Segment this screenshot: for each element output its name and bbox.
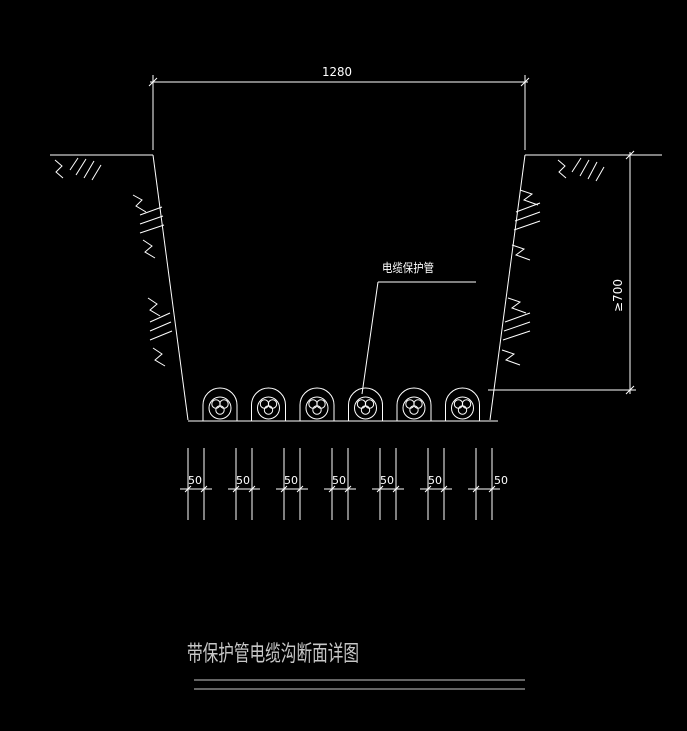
pipe-inner-circle [354,396,377,420]
dimension-tick [472,485,480,493]
cable-core [413,399,423,409]
top-width-label: 1280 [322,65,352,79]
pipe-inner-circle [305,396,329,420]
spacing-label: 50 [380,474,394,487]
dimension-tick [488,485,496,493]
cable-core [461,399,472,409]
cable-core [316,399,326,409]
cable-core [312,405,322,415]
spacing-label: 50 [332,474,346,487]
cable-core [364,399,375,409]
dimension-tick [184,485,192,493]
pipe-outline [445,387,480,421]
cable-core [263,405,274,415]
top-width-dimension [148,75,530,150]
spacing-label: 50 [284,474,298,487]
protective-pipe [251,387,286,421]
pipe-spacing-dimensions: 50 50 50 50 50 50 50 [180,448,508,520]
dimension-tick [440,485,448,493]
pipe-label: 电缆保护管 [382,260,434,275]
title-underline [194,679,525,690]
earth-hatch-right-side [501,189,541,366]
dimension-tick [296,485,304,493]
dimension-tick [232,485,240,493]
pipe-outline [348,387,383,421]
dimension-tick [376,485,384,493]
protective-pipe [348,387,383,421]
cable-core [360,405,371,415]
earth-hatch-left-top [54,157,102,181]
dimension-tick [328,485,336,493]
pipe-label-leader [361,281,476,395]
cable-core [405,399,415,409]
dimension-tick [424,485,432,493]
pipe-outline [202,387,238,421]
earth-hatch-right-top [557,157,605,182]
dimension-tick [200,485,208,493]
protective-pipe [299,387,335,421]
cable-core [356,399,367,409]
protective-pipe [202,387,238,421]
cable-core [215,405,225,415]
spacing-label: 50 [236,474,250,487]
pipe-inner-circle [257,396,280,420]
cable-core [308,399,318,409]
pipe-outline [396,387,432,421]
spacing-label: 50 [494,474,508,487]
dimension-tick [392,485,400,493]
cable-core [453,399,464,409]
pipe-inner-circle [208,396,232,420]
pipe-inner-circle [402,396,426,420]
protective-pipe [396,387,432,421]
dimension-tick [248,485,256,493]
trench-walls [152,154,526,421]
depth-label: ≥700 [611,279,625,312]
earth-hatch-left-side [132,194,173,367]
spacing-label: 50 [428,474,442,487]
cable-core [267,399,278,409]
protective-pipe [445,387,480,421]
cable-core [259,399,270,409]
dimension-tick [280,485,288,493]
pipe-inner-circle [451,396,474,420]
cable-core [219,399,229,409]
pipe-outline [251,387,286,421]
depth-dimension [488,150,636,395]
protective-pipes [202,387,480,421]
drawing-title: 带保护管电缆沟断面详图 [187,642,359,667]
pipe-outline [299,387,335,421]
cable-core [409,405,419,415]
cable-core [457,405,468,415]
spacing-label: 50 [188,474,202,487]
dimension-tick [344,485,352,493]
cable-core [211,399,221,409]
